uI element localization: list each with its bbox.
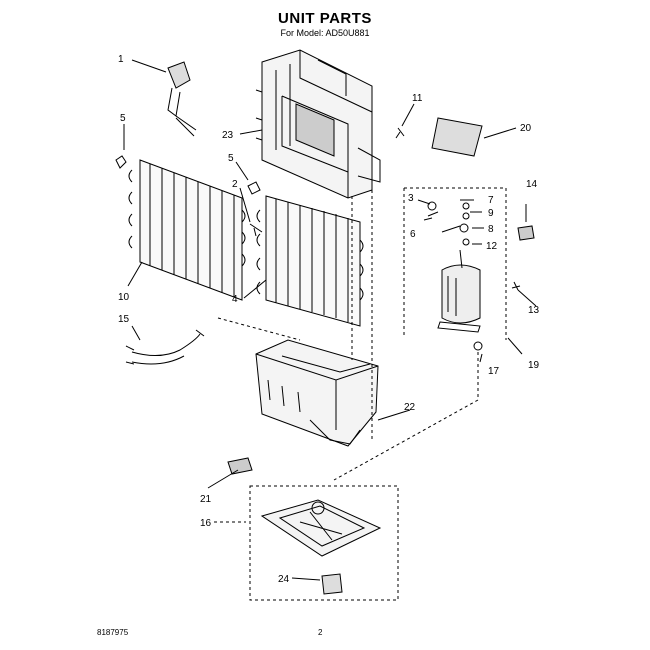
part-11-screw — [395, 127, 405, 139]
part-22-base-pan — [255, 339, 379, 447]
callout-11: 11 — [412, 93, 423, 104]
part-2-screw — [249, 223, 263, 237]
callout-9: 9 — [488, 208, 494, 219]
callout-2: 2 — [232, 179, 238, 190]
part-15-wire-harness — [125, 329, 205, 365]
page-title: UNIT PARTS — [278, 10, 372, 27]
document-number: 8187975 — [97, 628, 129, 637]
assembly-guides — [217, 190, 479, 481]
callout-7: 7 — [488, 195, 494, 206]
part-17-grommet — [473, 341, 483, 351]
callout-16: 16 — [200, 518, 212, 529]
compressor — [437, 249, 481, 333]
callout-10: 10 — [118, 292, 130, 303]
page-number: 2 — [318, 628, 323, 637]
leader-lines — [123, 59, 537, 581]
compressor-hardware — [423, 201, 470, 246]
model-subtitle: For Model: AD50U881 — [280, 28, 370, 38]
compressor-group-box — [403, 187, 507, 340]
part-24-foot — [321, 573, 343, 595]
base-group-box — [249, 485, 399, 601]
part-4-evaporator-coil — [256, 195, 364, 327]
callout-21: 21 — [200, 494, 212, 505]
part-10-condenser-coil — [128, 159, 246, 301]
part-1-sensor-bracket — [167, 61, 197, 137]
part-14-bracket — [517, 225, 535, 241]
callout-14: 14 — [526, 179, 538, 190]
part-20-panel — [431, 117, 483, 157]
callout-24: 24 — [278, 574, 290, 585]
callout-12: 12 — [486, 241, 498, 252]
part-21-bracket — [227, 457, 253, 475]
callout-22: 22 — [404, 402, 416, 413]
callout-5-left: 5 — [120, 113, 126, 124]
callout-4: 4 — [232, 294, 238, 305]
callout-5-middle: 5 — [228, 153, 234, 164]
callout-20: 20 — [520, 123, 532, 134]
callout-13: 13 — [528, 305, 540, 316]
callout-1: 1 — [118, 54, 124, 65]
callout-17: 17 — [488, 366, 500, 377]
callout-8: 8 — [488, 224, 494, 235]
callout-15: 15 — [118, 314, 130, 325]
part-23-upper-housing — [255, 49, 381, 199]
callout-6: 6 — [410, 229, 416, 240]
callout-3: 3 — [408, 193, 414, 204]
callout-23: 23 — [222, 130, 234, 141]
part-16-base — [260, 499, 382, 557]
callout-19: 19 — [528, 360, 540, 371]
part-5-clip-middle — [247, 181, 261, 195]
part-5-clip-left — [115, 155, 127, 169]
part-13-screw — [511, 281, 521, 291]
callout-labels: 1 5 23 11 20 5 2 3 7 9 8 6 12 14 13 10 4… — [118, 54, 540, 585]
